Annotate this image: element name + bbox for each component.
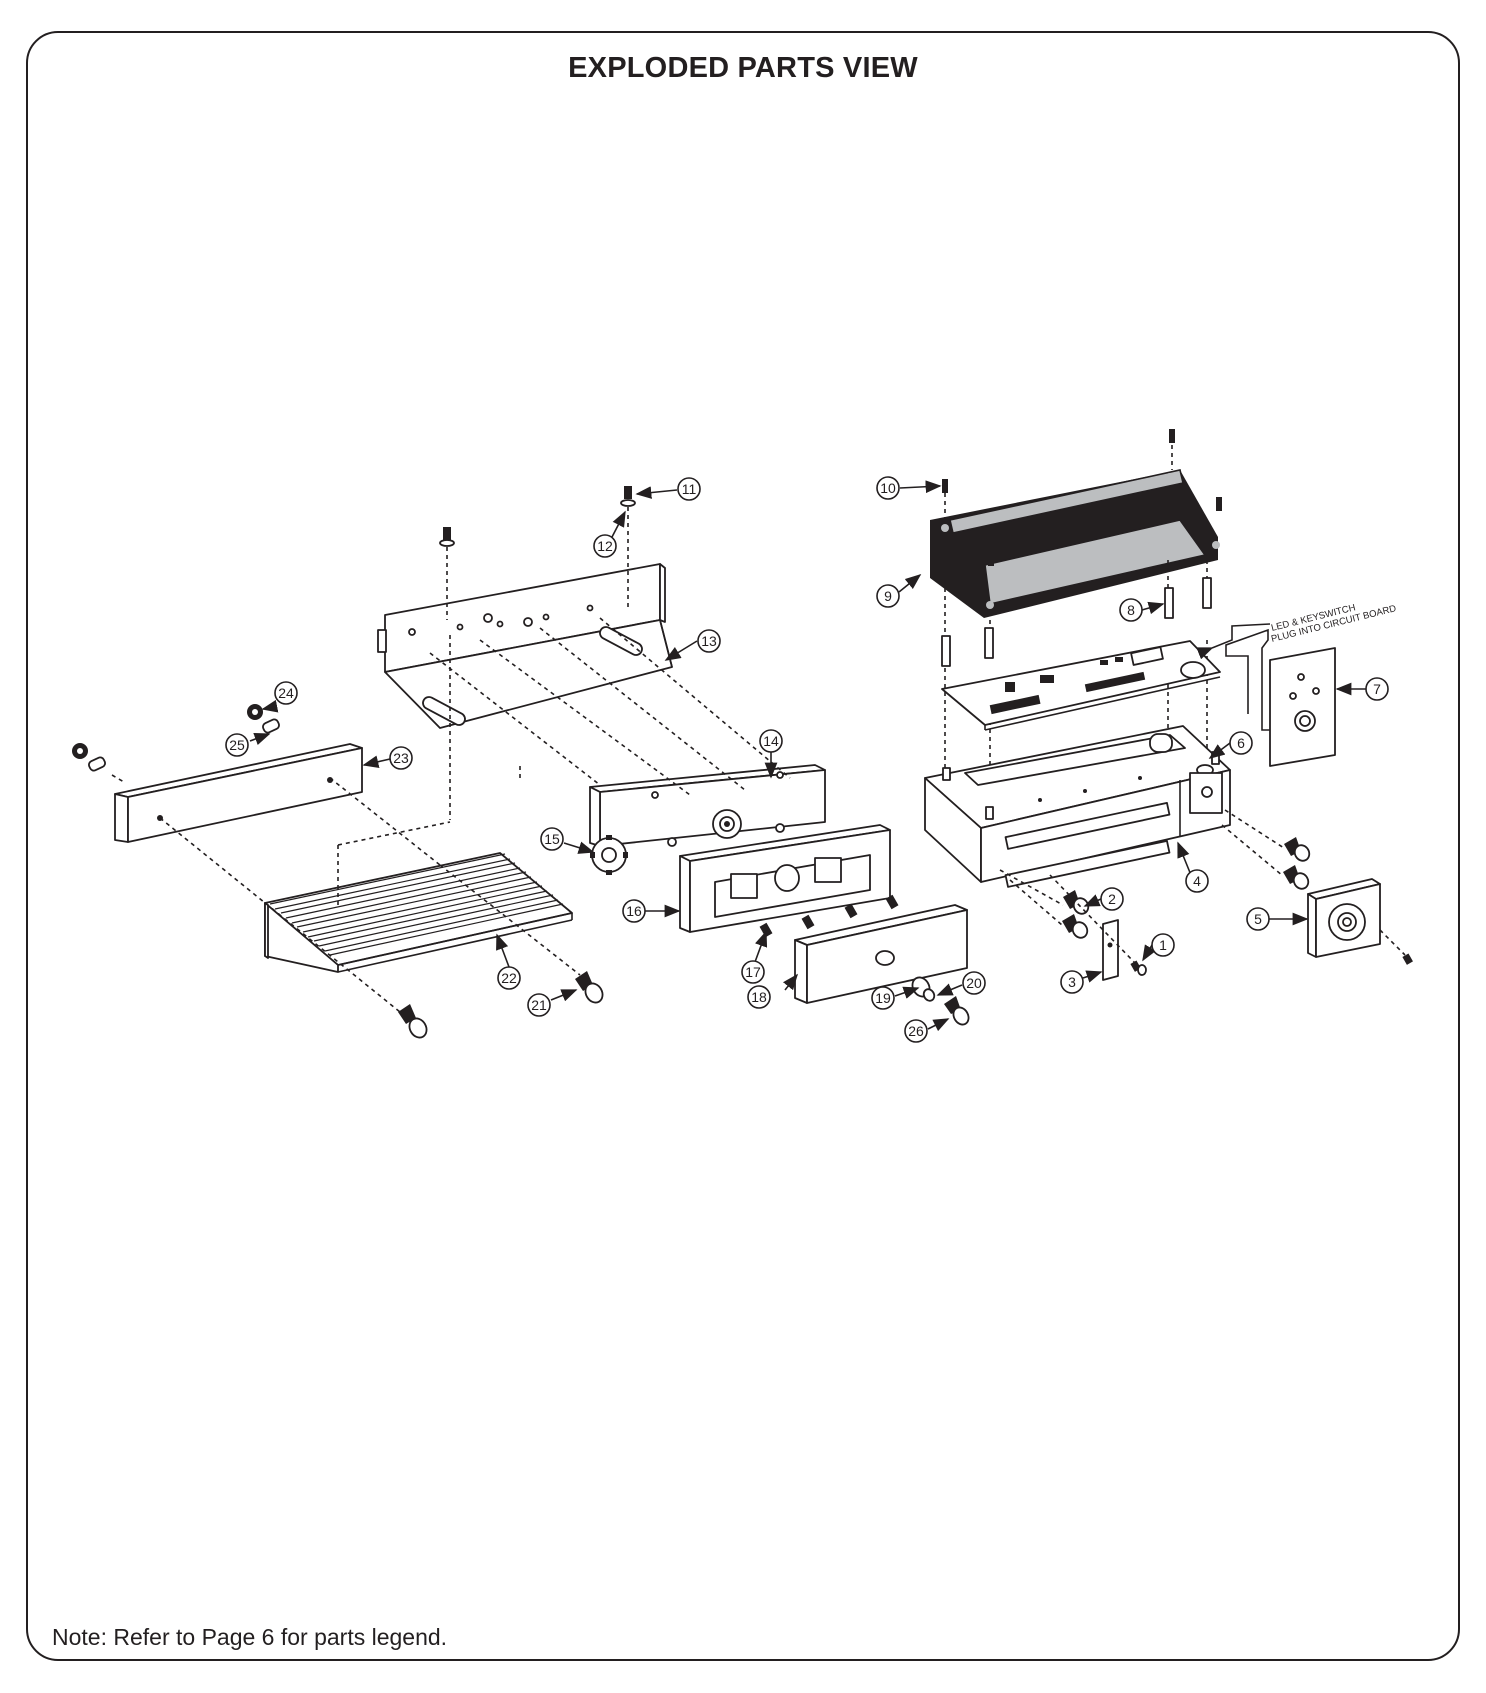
callout-23: 23 [389,746,413,770]
screw-icon [759,922,773,938]
callout-12: 12 [593,534,617,558]
screw-icon [439,527,455,547]
magnet-housing-part-4 [924,725,1231,888]
standoff-icon [1202,577,1212,609]
screw-icon [1216,497,1222,511]
diagram-title: EXPLODED PARTS VIEW [568,52,918,84]
screw-icon [885,894,899,910]
screw-icon [575,971,604,1004]
screw-icon [247,704,280,734]
screw-icon [844,903,858,919]
svg-text:13: 13 [701,633,717,649]
screw-icon [1284,837,1311,862]
screw-icon [1402,953,1413,965]
housing-cover-part-9 [930,469,1220,618]
svg-text:26: 26 [908,1023,924,1039]
svg-text:5: 5 [1254,911,1262,927]
screw-icon [801,914,815,930]
svg-text:23: 23 [393,750,409,766]
svg-text:17: 17 [745,964,761,980]
callout-4: 4 [1185,869,1209,893]
keyswitch-icon [1307,878,1381,958]
standoff-icon [941,635,951,667]
l-bracket-part-13 [377,563,673,729]
callout-9: 9 [876,584,900,608]
callout-18: 18 [747,985,771,1009]
screw-icon [988,552,994,566]
svg-text:2: 2 [1108,891,1116,907]
svg-text:16: 16 [626,903,642,919]
callout-1: 1 [1151,933,1175,957]
screw-icon [942,479,948,493]
circuit-board-icon [941,640,1221,731]
callout-11: 11 [677,477,701,501]
callout-16: 16 [622,899,646,923]
parts-legend-note: Note: Refer to Page 6 for parts legend. [52,1624,448,1650]
bracket-strip-part-3 [1102,919,1119,981]
callout-14: 14 [759,729,783,753]
page-frame [26,31,1460,1661]
cover-bar-part-18 [794,904,968,1004]
mount-block-part-14 [589,764,826,847]
screw-icon [398,1004,428,1039]
svg-text:25: 25 [229,737,245,753]
callout-7: 7 [1365,677,1389,701]
svg-text:20: 20 [966,975,982,991]
callout-13: 13 [697,629,721,653]
callout-24: 24 [274,681,298,705]
svg-text:11: 11 [682,481,697,497]
gear-part-15 [590,835,628,875]
callout-25: 25 [225,733,249,757]
callout-8: 8 [1119,598,1143,622]
screw-icon [944,996,970,1026]
screw-icon [620,486,636,507]
face-plate-part-16 [679,824,891,933]
svg-text:18: 18 [751,989,767,1005]
svg-text:8: 8 [1127,602,1135,618]
svg-text:9: 9 [884,588,892,604]
svg-text:12: 12 [597,538,613,554]
callout-5: 5 [1246,907,1270,931]
svg-text:14: 14 [763,733,779,749]
svg-text:7: 7 [1373,681,1381,697]
callout-3: 3 [1060,970,1084,994]
screw-icon [1283,865,1310,890]
callout-19: 19 [871,986,895,1010]
svg-text:4: 4 [1193,873,1201,889]
callout-2: 2 [1100,887,1124,911]
svg-text:21: 21 [531,997,547,1013]
standoff-icon [1164,587,1174,619]
svg-text:6: 6 [1237,735,1245,751]
callout-21: 21 [527,993,551,1017]
svg-text:3: 3 [1068,974,1076,990]
led-keyswitch-plate-part-7 [1269,647,1336,767]
svg-text:19: 19 [875,990,891,1006]
svg-text:15: 15 [544,831,560,847]
callout-22: 22 [497,966,521,990]
callout-17: 17 [741,960,765,984]
screw-icon [72,743,106,772]
callout-20: 20 [962,971,986,995]
wiring-note: LED & KEYSWITCH PLUG INTO CIRCUIT BOARD [1270,602,1397,645]
screw-icon [1169,429,1175,443]
armature-bar-part-23 [114,743,363,843]
callout-26: 26 [904,1019,928,1043]
svg-text:22: 22 [501,970,517,986]
svg-text:1: 1 [1159,937,1167,953]
standoff-icon [984,627,994,659]
callout-15: 15 [540,827,564,851]
callout-10: 10 [876,476,900,500]
callout-6: 6 [1229,731,1253,755]
svg-text:10: 10 [880,480,896,496]
screw-icon [1062,914,1089,939]
svg-text:24: 24 [278,685,294,701]
leader-lines [249,480,1366,1032]
mounting-plate-part-22 [264,852,573,973]
screw-icon [1130,960,1147,976]
